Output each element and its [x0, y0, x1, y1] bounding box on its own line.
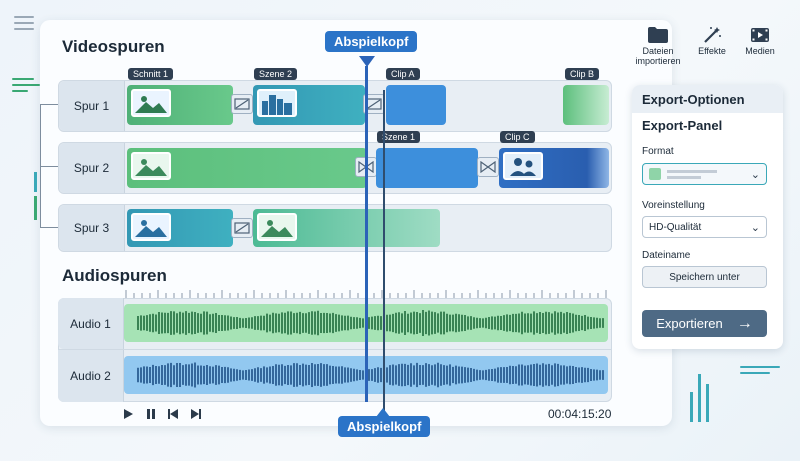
playhead-top-handle-icon[interactable] [359, 56, 375, 67]
clip-szene-1[interactable] [376, 148, 478, 188]
video-track-3-label: Spur 3 [59, 205, 125, 251]
bracket-left-marks [34, 172, 37, 222]
video-track-1-label: Spur 1 [59, 81, 125, 131]
audio-track-1[interactable]: Audio 1 [58, 298, 612, 350]
export-button[interactable]: Exportieren → [642, 310, 767, 337]
transition-bowtie-icon[interactable] [477, 157, 499, 177]
landscape-thumbnail-icon [131, 152, 171, 180]
clip-a[interactable] [386, 85, 446, 125]
bracket-stub [40, 166, 58, 167]
clip-track3-a[interactable] [127, 209, 233, 247]
audio-track-1-label: Audio 1 [58, 298, 124, 349]
save-as-label: Speichern unter [669, 271, 740, 283]
transition-icon[interactable] [231, 94, 253, 114]
timeline-ruler [125, 290, 607, 298]
media-label: Medien [745, 46, 775, 56]
transition-icon[interactable] [231, 218, 253, 238]
format-label: Format [642, 146, 674, 157]
filename-label: Dateiname [642, 250, 691, 261]
import-files-button[interactable]: Dateien importieren [632, 26, 684, 66]
save-as-button[interactable]: Speichern unter [642, 266, 767, 288]
people-thumbnail-icon [503, 152, 543, 180]
media-button[interactable]: Medien [740, 26, 780, 56]
play-button[interactable] [122, 408, 134, 423]
landscape-thumbnail-icon [131, 213, 171, 241]
clip-szene-2[interactable] [253, 85, 365, 125]
export-panel-header: Export-Optionen [632, 85, 783, 113]
export-panel-title: Export-Panel [642, 118, 723, 133]
skip-back-button[interactable] [167, 408, 179, 423]
folder-icon [648, 27, 668, 43]
clip-track3-b[interactable] [253, 209, 440, 247]
clip-b[interactable] [563, 85, 609, 125]
chevron-down-icon: ⌄ [750, 168, 760, 181]
film-icon [751, 28, 769, 42]
clip-track2-main[interactable] [127, 148, 367, 188]
format-swatch [649, 168, 661, 180]
playhead-line[interactable] [365, 66, 368, 402]
effects-label: Effekte [698, 46, 726, 56]
pause-button[interactable] [145, 408, 157, 423]
audio-track-2[interactable]: Audio 2 [58, 350, 612, 402]
effects-button[interactable]: Effekte [692, 26, 732, 56]
playhead-bottom-pointer-icon [376, 408, 390, 417]
clip-tag-szene-1: Szene 1 [377, 131, 421, 143]
landscape-thumbnail-icon [257, 213, 297, 241]
decoration-bars [690, 372, 720, 422]
skip-forward-button[interactable] [190, 408, 202, 423]
audio-section-title: Audiospuren [62, 266, 167, 285]
video-track-2-label: Spur 2 [59, 143, 125, 193]
landscape-thumbnail-icon [131, 89, 171, 117]
export-panel: Export-Optionen Export-Panel Format ⌄ Vo… [632, 85, 783, 349]
clip-tag-clip-a: Clip A [386, 68, 420, 80]
playhead-secondary-line [383, 90, 385, 416]
magic-wand-icon [704, 27, 721, 43]
playhead-bottom-label[interactable]: Abspielkopf [338, 416, 431, 437]
timecode-display: 00:04:15:20 [548, 407, 612, 421]
preset-value: HD-Qualität [649, 221, 702, 233]
clip-tag-szene-2: Szene 2 [254, 68, 298, 80]
clip-tag-clip-c: Clip C [500, 131, 535, 143]
import-files-label: Dateien importieren [635, 46, 681, 66]
export-label: Exportieren [656, 316, 723, 331]
clip-tag-clip-b: Clip B [565, 68, 600, 80]
preset-label: Voreinstellung [642, 200, 705, 211]
decoration-lines-right-bottom [740, 366, 780, 378]
chevron-down-icon: ⌄ [750, 221, 760, 234]
audio-track-2-label: Audio 2 [58, 350, 124, 402]
arrow-right-icon: → [736, 314, 753, 332]
city-thumbnail-icon [257, 89, 297, 117]
video-section-title: Videospuren [62, 37, 165, 56]
playhead-top-label[interactable]: Abspielkopf [325, 31, 418, 52]
hamburger-menu-icon[interactable] [14, 16, 34, 34]
clip-c[interactable] [499, 148, 609, 188]
format-select[interactable]: ⌄ [642, 163, 767, 185]
format-placeholder-lines [667, 169, 717, 179]
decoration-lines-left [12, 78, 40, 96]
clip-schnitt-1[interactable] [127, 85, 233, 125]
clip-tag-schnitt-1: Schnitt 1 [128, 68, 174, 80]
preset-select[interactable]: HD-Qualität ⌄ [642, 216, 767, 238]
